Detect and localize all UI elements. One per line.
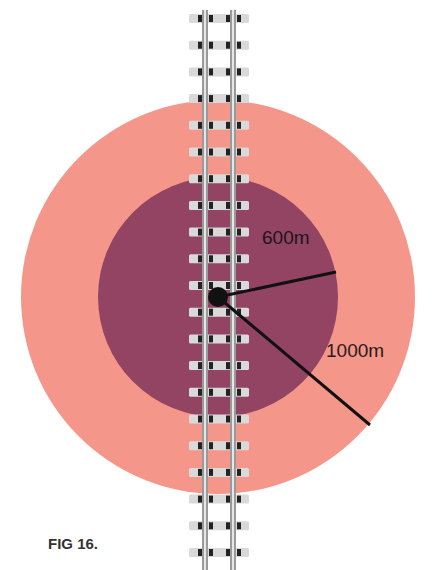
dimension-label: 1000m (326, 340, 384, 362)
railway-rails (202, 10, 236, 570)
dimension-label: 600m (262, 227, 310, 249)
railway-sleepers (189, 14, 249, 557)
figure-caption: FIG 16. (48, 535, 98, 552)
inner-zone (98, 177, 338, 417)
center-dot (208, 287, 228, 307)
outer-zone (21, 100, 415, 494)
radius-line (218, 272, 336, 297)
